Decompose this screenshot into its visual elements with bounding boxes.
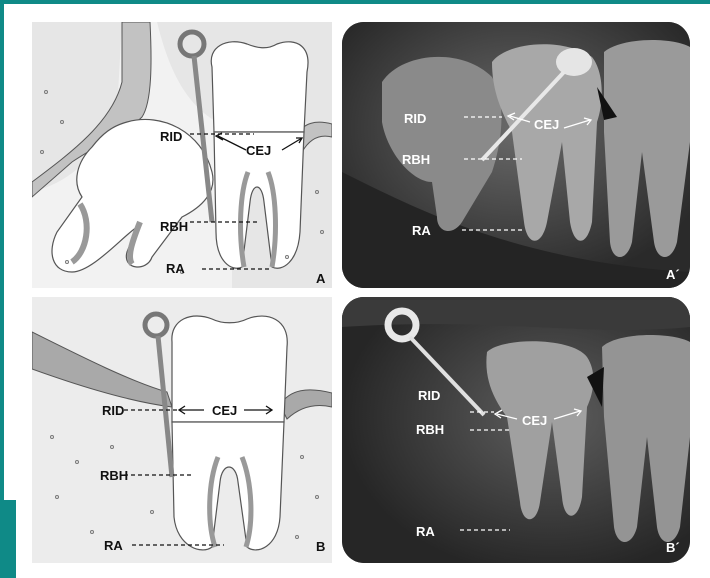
label-cej: CEJ (534, 118, 559, 131)
panel-b-prime-radiograph: RID CEJ RBH RA B´ (342, 297, 690, 563)
label-cej: CEJ (212, 404, 237, 417)
panel-corner-label: A´ (666, 268, 680, 281)
corner-accent (0, 500, 16, 578)
label-rbh: RBH (402, 153, 430, 166)
panel-a-prime-xray-image (342, 22, 690, 288)
label-ra: RA (412, 224, 431, 237)
panel-a-illustration (32, 22, 332, 288)
panel-a-prime-radiograph: RID CEJ RBH RA A´ (342, 22, 690, 288)
label-ra: RA (166, 262, 185, 275)
label-rid: RID (404, 112, 426, 125)
label-ra: RA (104, 539, 123, 552)
panel-a-drawing: RID CEJ RBH RA A (32, 22, 332, 288)
label-rid: RID (102, 404, 124, 417)
panel-corner-label: B´ (666, 541, 680, 554)
panel-b-drawing: RID CEJ RBH RA B (32, 297, 332, 563)
label-rid: RID (160, 130, 182, 143)
label-rbh: RBH (416, 423, 444, 436)
label-rbh: RBH (100, 469, 128, 482)
panel-corner-label: A (316, 272, 325, 285)
panel-corner-label: B (316, 540, 325, 553)
label-cej: CEJ (246, 144, 271, 157)
panel-b-prime-xray-image (342, 297, 690, 563)
label-ra: RA (416, 525, 435, 538)
label-cej: CEJ (522, 414, 547, 427)
label-rid: RID (418, 389, 440, 402)
panel-b-illustration (32, 297, 332, 563)
label-rbh: RBH (160, 220, 188, 233)
